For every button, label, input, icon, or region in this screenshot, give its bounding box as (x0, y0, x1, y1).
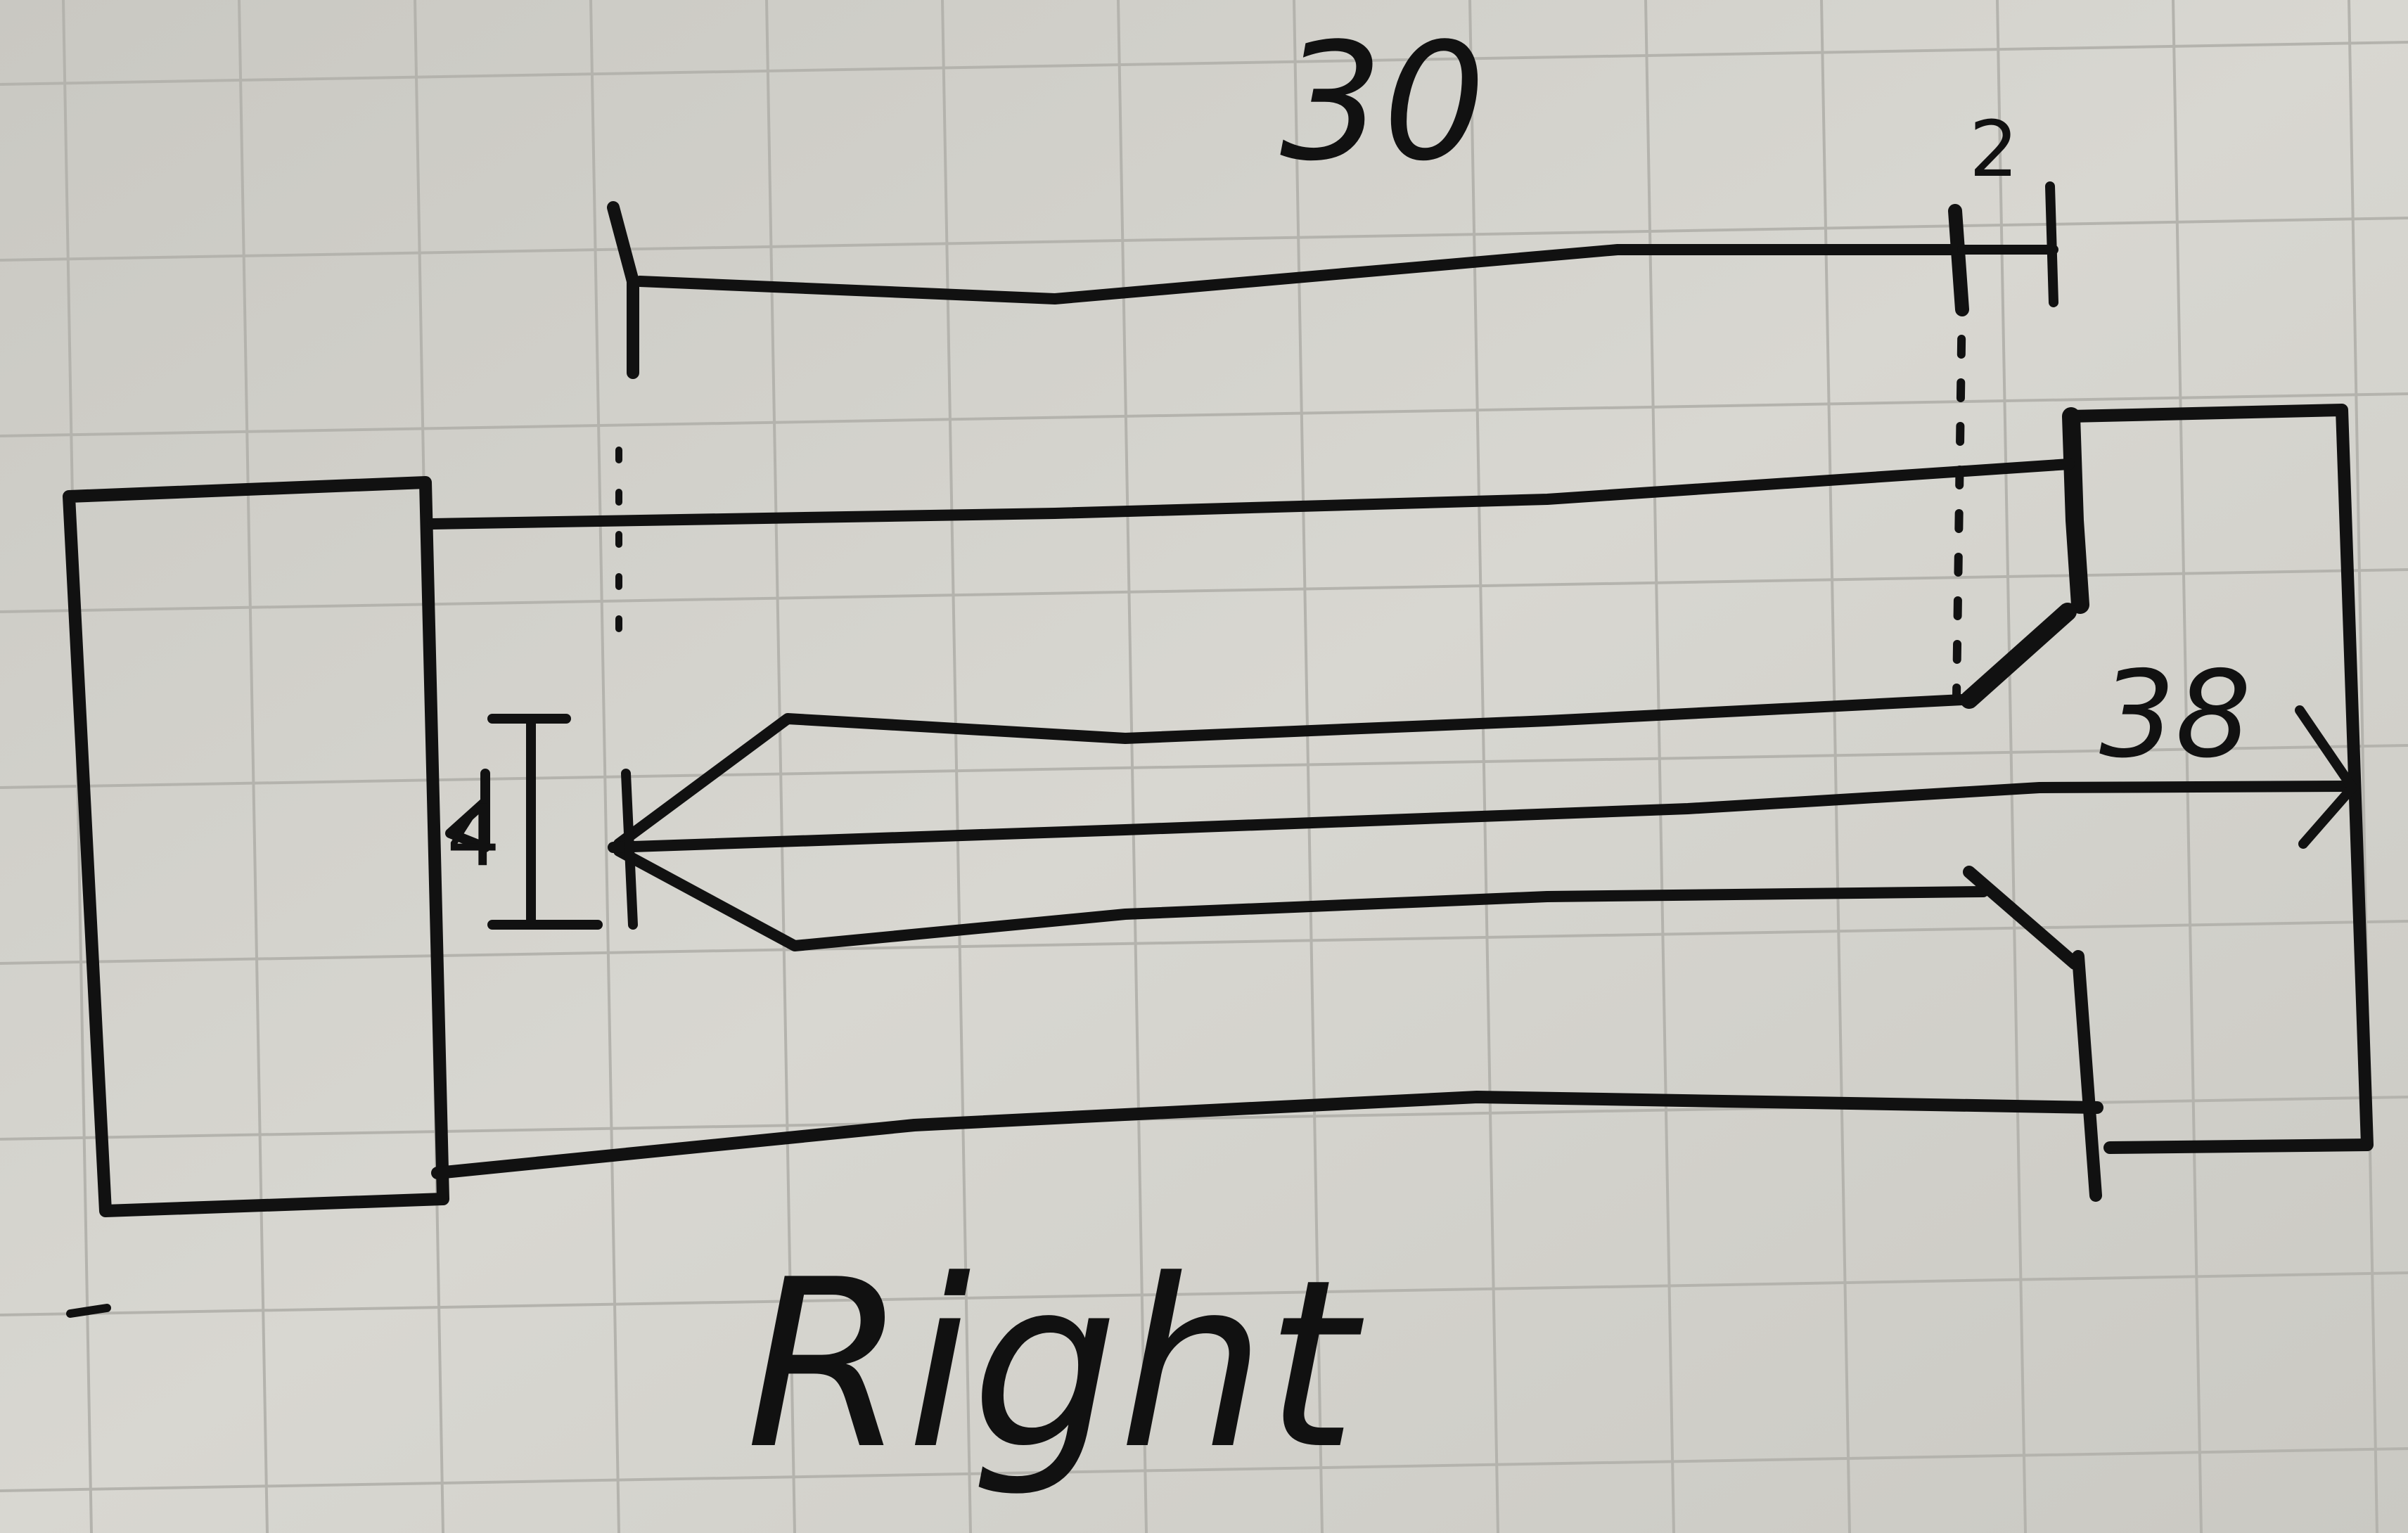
inner-bar-top-edge (613, 694, 1968, 849)
right-block-left-edge-lower (2072, 950, 2102, 1202)
grid-line-vertical (1293, 0, 1324, 1533)
dimension-2-line (1957, 181, 2058, 307)
grid-line-horizontal (0, 920, 2408, 965)
right-block-outline (2065, 404, 2374, 1154)
dimension-38-line (608, 781, 2355, 853)
left-block-outline (63, 476, 449, 1217)
dimension-4-arrow (445, 769, 490, 852)
outer-bar-bottom-edge (431, 1091, 2103, 1179)
grid-line-horizontal (0, 1271, 2408, 1316)
inner-bar-bottom-edge (613, 845, 1989, 951)
label-30: 30 (1280, 9, 1486, 197)
outer-bar-top-edge (427, 458, 2075, 530)
grid-line-horizontal (0, 744, 2408, 789)
pencil-mark (66, 1304, 111, 1318)
dimension-38-end-tick (621, 769, 638, 930)
dimension-30-left-tick (607, 201, 639, 379)
grid-line-vertical (765, 0, 796, 1533)
right-block-left-edge-upper (2062, 407, 2089, 614)
grid-line-vertical (1820, 0, 1851, 1533)
grid-line-horizontal (0, 1447, 2408, 1492)
grid-line-horizontal (0, 392, 2408, 437)
inner-bar-shoulder-top (1960, 603, 2077, 709)
grid-line-vertical (1644, 0, 1675, 1533)
inner-bar-shoulder-bottom (1963, 866, 2081, 970)
dimension-38-arrowhead (2295, 705, 2357, 849)
label-38: 38 (2099, 646, 2251, 785)
grid-line-horizontal (0, 217, 2408, 262)
grid-line-vertical (1996, 0, 2027, 1533)
grid-line-vertical (2348, 0, 2378, 1533)
grid-line-vertical (941, 0, 972, 1533)
grid-line-horizontal (0, 568, 2408, 613)
grid-line-vertical (1468, 0, 1499, 1533)
label-2: 2 (1969, 104, 2018, 194)
dimension-4-ibeam (487, 714, 603, 930)
grid-line-vertical (589, 0, 620, 1533)
label-4: 4 (447, 788, 500, 885)
dimension-30-line (634, 244, 1968, 304)
caption-right: Right (745, 1230, 1367, 1500)
grid-line-horizontal (0, 41, 2408, 86)
